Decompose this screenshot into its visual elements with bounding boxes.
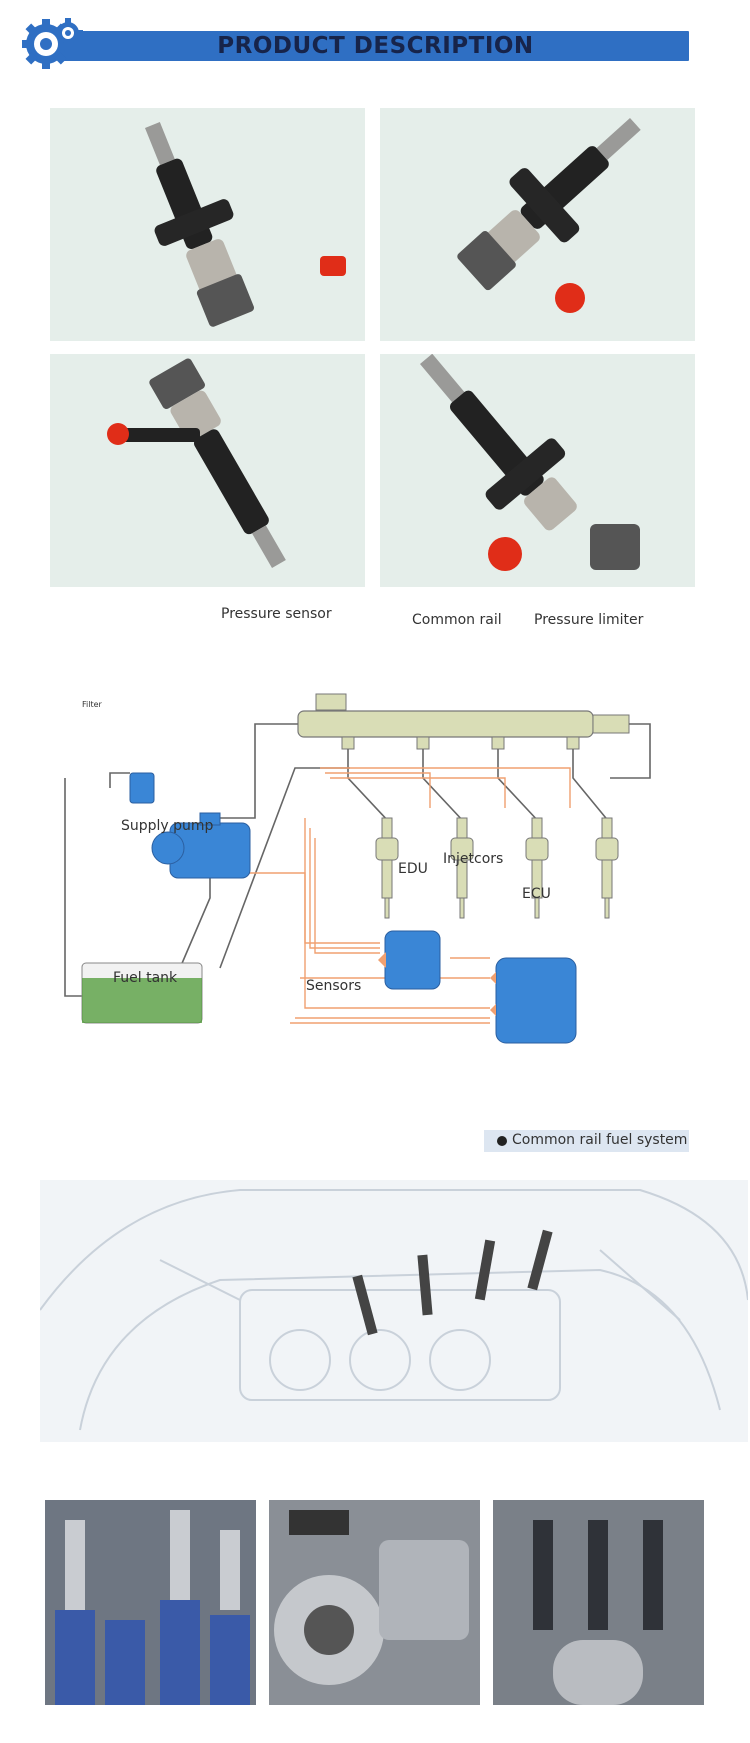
injectors-label: Injetcors [443,851,504,867]
injector-photo-4 [380,354,695,587]
sensors-label: Sensors [306,978,362,994]
engine-illustration [39,1180,749,1442]
pressure-limiter-label: Pressure limiter [534,612,644,628]
bullet-icon [497,1136,507,1146]
edu-label: EDU [398,861,428,877]
engine-photo-1 [45,1500,256,1705]
common-rail-label: Common rail [412,612,502,628]
legend-box [484,1130,689,1152]
ecu-label: ECU [522,886,551,902]
filter-label: Filter [82,700,102,709]
injector-photo-1 [50,108,365,341]
header-bar [62,31,689,61]
gears-icon [21,16,84,72]
common-rail-diagram: Pressure sensor Common rail Pressure lim… [50,606,700,1093]
pressure-sensor-label: Pressure sensor [221,606,332,622]
engine-photo-3 [493,1500,704,1705]
injector-photo-2 [380,108,695,341]
engine-photo-2 [269,1500,480,1705]
injector-photo-3 [50,354,365,587]
fuel-tank-label: Fuel tank [113,970,178,986]
diagram-caption: Common rail fuel system [512,1132,688,1148]
page-title: PRODUCT DESCRIPTION [217,33,534,59]
supply-pump-label: Supply pump [121,818,214,834]
